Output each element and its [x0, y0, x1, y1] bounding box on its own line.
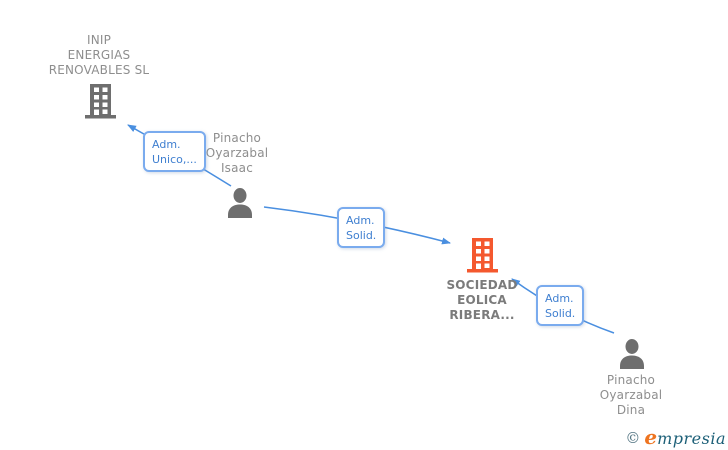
- node-company-inip[interactable]: [84, 84, 117, 119]
- node-person-dina[interactable]: [619, 339, 645, 369]
- node-label-dina: Pinacho Oyarzabal Dina: [581, 373, 681, 418]
- node-company-sociedad-eolica[interactable]: [466, 238, 499, 273]
- empresia-watermark: © empresia: [625, 425, 726, 449]
- node-person-isaac[interactable]: [227, 188, 253, 218]
- edge-label-adm-solid-isaac[interactable]: Adm. Solid.: [337, 207, 386, 248]
- node-label-sociedad-eolica: SOCIEDAD EOLICA RIBERA...: [422, 278, 542, 323]
- brand-rest: mpresia: [657, 429, 726, 448]
- person-icon: [619, 339, 645, 369]
- node-label-line: Isaac: [220, 161, 254, 175]
- edge-label-adm-solid-dina[interactable]: Adm. Solid.: [536, 285, 585, 326]
- node-label-line: INIP: [86, 33, 112, 47]
- node-label-line: SOCIEDAD: [446, 278, 518, 292]
- node-label-line: EOLICA: [457, 293, 507, 307]
- node-label-line: Pinacho: [606, 373, 656, 387]
- node-label-line: Dina: [616, 403, 646, 417]
- node-label-isaac: Pinacho Oyarzabal Isaac: [187, 131, 287, 176]
- building-icon: [84, 84, 117, 119]
- edge-label-line: Adm.: [346, 214, 375, 227]
- edge-label-line: Solid.: [545, 307, 576, 320]
- node-label-line: ENERGIAS: [67, 48, 131, 62]
- edge-label-line: Adm.: [545, 292, 574, 305]
- node-label-line: Pinacho: [212, 131, 262, 145]
- node-label-line: RIBERA...: [449, 308, 515, 322]
- edge-label-line: Unico,...: [152, 153, 197, 166]
- brand-logo: empresia: [644, 425, 726, 449]
- brand-initial: e: [644, 425, 658, 449]
- copyright-icon: ©: [625, 429, 641, 447]
- building-icon: [466, 238, 499, 273]
- person-icon: [227, 188, 253, 218]
- edge-label-adm-unico[interactable]: Adm. Unico,...: [143, 131, 206, 172]
- node-label-line: RENOVABLES SL: [48, 63, 150, 77]
- node-label-inip: INIP ENERGIAS RENOVABLES SL: [34, 33, 164, 78]
- edge-label-line: Solid.: [346, 229, 377, 242]
- edge-label-line: Adm.: [152, 138, 181, 151]
- node-label-line: Oyarzabal: [599, 388, 663, 402]
- node-label-line: Oyarzabal: [205, 146, 269, 160]
